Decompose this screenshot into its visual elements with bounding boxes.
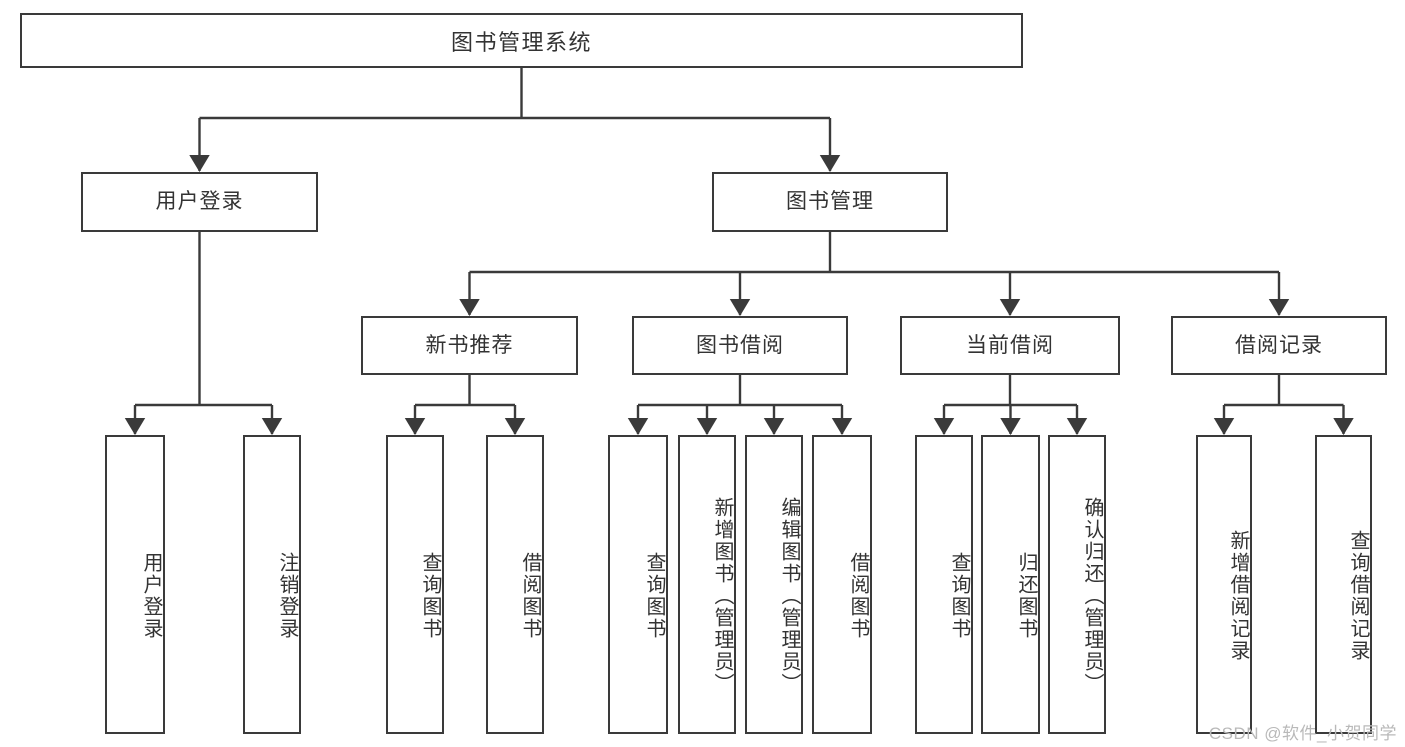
node-label: 查询图书 [419,551,441,640]
node-leaf-6[interactable]: 编辑图书（管理员） [745,435,803,734]
node-leaf-1[interactable]: 注销登录 [243,435,301,734]
node-label: 用户登录 [155,190,244,214]
node-leaf-11[interactable]: 新增借阅记录 [1196,435,1252,734]
node-leaf-10[interactable]: 确认归还（管理员） [1048,435,1106,734]
node-leaf-0[interactable]: 用户登录 [105,435,165,734]
node-label: 用户登录 [140,551,162,640]
node-label: 新增借阅记录 [1227,529,1249,662]
node-label: 归还图书 [1015,551,1037,640]
node-leaf-5[interactable]: 新增图书（管理员） [678,435,736,734]
node-level2-0[interactable]: 用户登录 [81,172,318,232]
node-leaf-7[interactable]: 借阅图书 [812,435,872,734]
node-level3-1[interactable]: 图书借阅 [632,316,848,375]
node-level3-0[interactable]: 新书推荐 [361,316,578,375]
node-label: 图书管理 [786,190,874,214]
node-label: 编辑图书（管理员） [778,496,800,695]
node-level3-2[interactable]: 当前借阅 [900,316,1120,375]
node-leaf-8[interactable]: 查询图书 [915,435,973,734]
node-leaf-4[interactable]: 查询图书 [608,435,668,734]
node-label: 借阅图书 [519,551,541,640]
node-label: 当前借阅 [966,333,1054,357]
node-label: 查询图书 [948,551,970,640]
node-level2-1[interactable]: 图书管理 [712,172,948,232]
node-label: 新增图书（管理员） [711,496,733,695]
node-leaf-12[interactable]: 查询借阅记录 [1315,435,1372,734]
node-label: 借阅记录 [1235,333,1323,357]
node-level3-3[interactable]: 借阅记录 [1171,316,1387,375]
node-label: 图书管理系统 [450,29,592,55]
node-label: 新书推荐 [425,333,514,357]
node-label: 借阅图书 [847,551,869,640]
node-label: 查询图书 [643,551,665,640]
node-leaf-9[interactable]: 归还图书 [981,435,1040,734]
node-label: 确认归还（管理员） [1081,496,1103,695]
node-label: 查询借阅记录 [1347,529,1369,662]
node-leaf-2[interactable]: 查询图书 [386,435,444,734]
node-label: 注销登录 [276,551,298,640]
node-label: 图书借阅 [696,333,784,357]
watermark-label: CSDN @软件_小贺同学 [1208,724,1397,743]
node-leaf-3[interactable]: 借阅图书 [486,435,544,734]
node-root[interactable]: 图书管理系统 [20,13,1023,68]
